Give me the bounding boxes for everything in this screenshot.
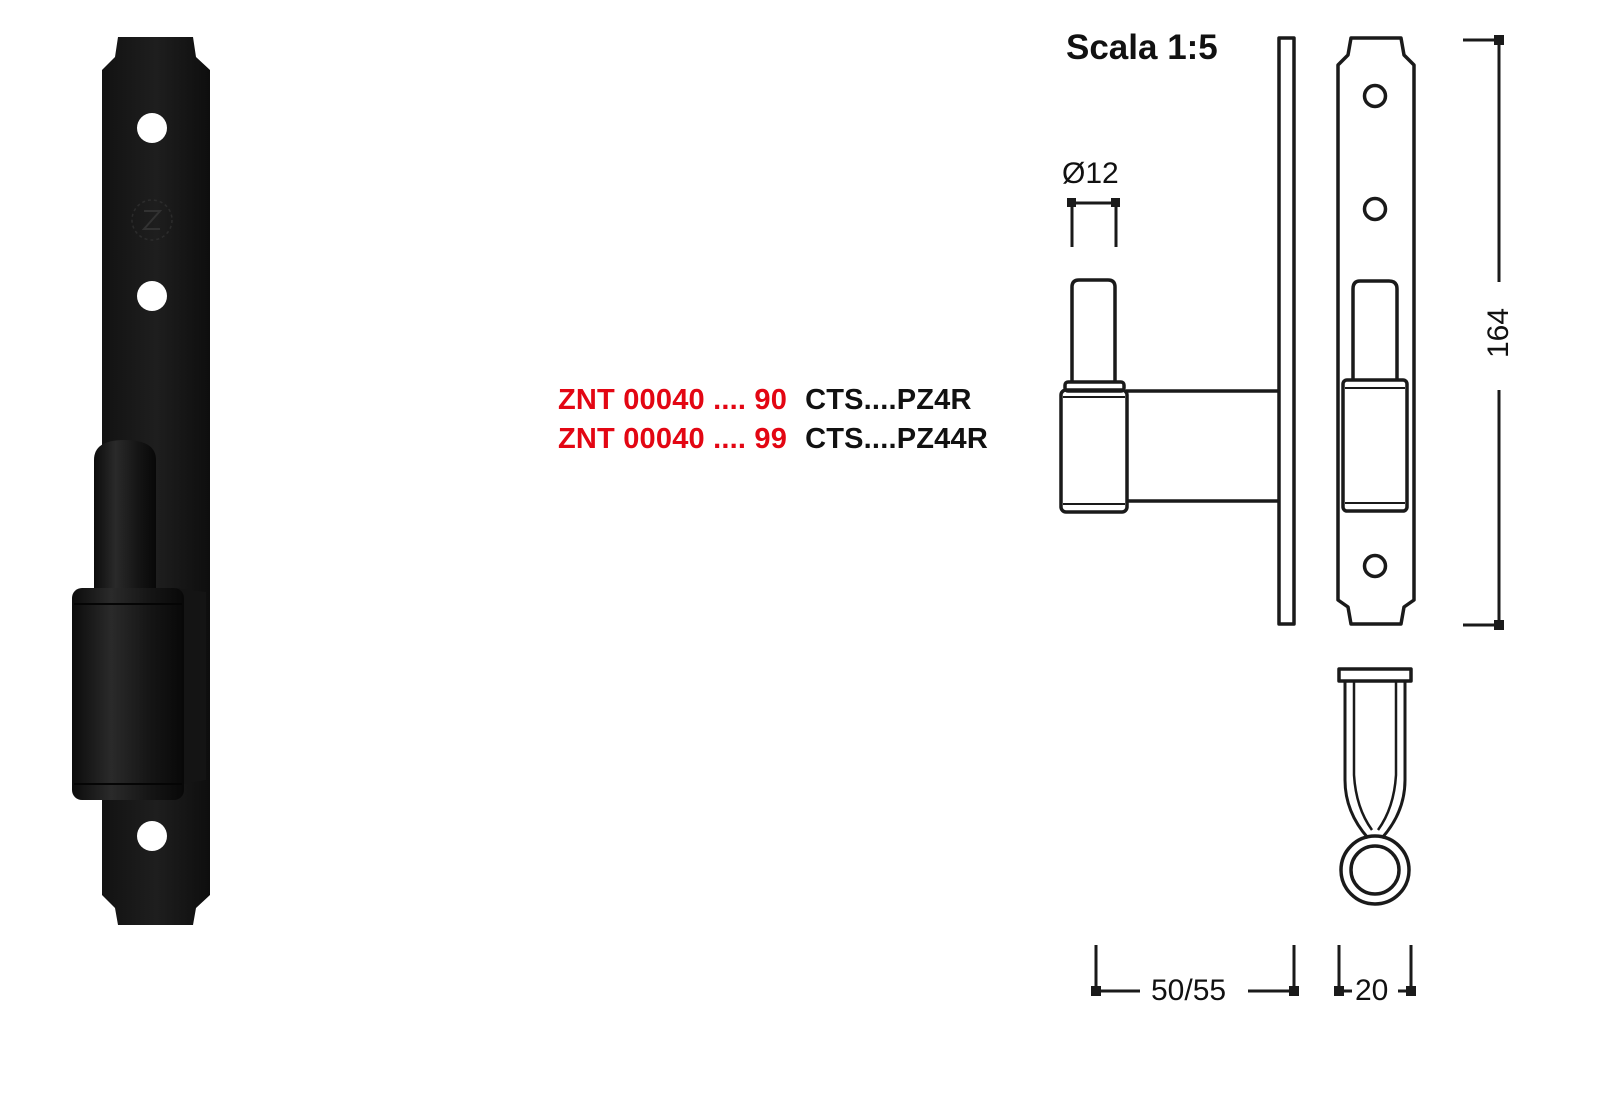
scale-label: Scala 1:5 [1066, 28, 1218, 67]
product-code-row-2: ZNT 00040 .... 99 CTS....PZ44R [558, 423, 988, 456]
product-code: ZNT 00040 .... 99 [558, 423, 788, 455]
screw-hole-middle [137, 281, 167, 311]
hinge-barrel [72, 588, 184, 800]
brand-emboss-icon [131, 199, 173, 241]
diameter-dimension [1067, 198, 1120, 247]
screw-hole-top [137, 113, 167, 143]
projection-dimension [1091, 945, 1299, 996]
hinge-pin [94, 440, 156, 600]
height-dimension [1463, 35, 1504, 630]
width-dimension [1334, 945, 1416, 996]
projection-label: 50/55 [1151, 974, 1227, 1007]
screw-hole-bottom [137, 821, 167, 851]
hinge-photo [72, 37, 210, 925]
product-reference: CTS....PZ44R [805, 423, 988, 455]
width-label: 20 [1355, 974, 1389, 1007]
height-label: 164 [1482, 307, 1515, 358]
front-view [1336, 36, 1416, 626]
top-view [1337, 667, 1413, 906]
product-reference: CTS....PZ4R [805, 384, 972, 416]
product-code: ZNT 00040 .... 90 [558, 384, 788, 416]
pin-diameter-label: Ø12 [1062, 157, 1119, 190]
product-code-row-1: ZNT 00040 .... 90 CTS....PZ4R [558, 384, 972, 417]
side-view [1059, 36, 1296, 626]
